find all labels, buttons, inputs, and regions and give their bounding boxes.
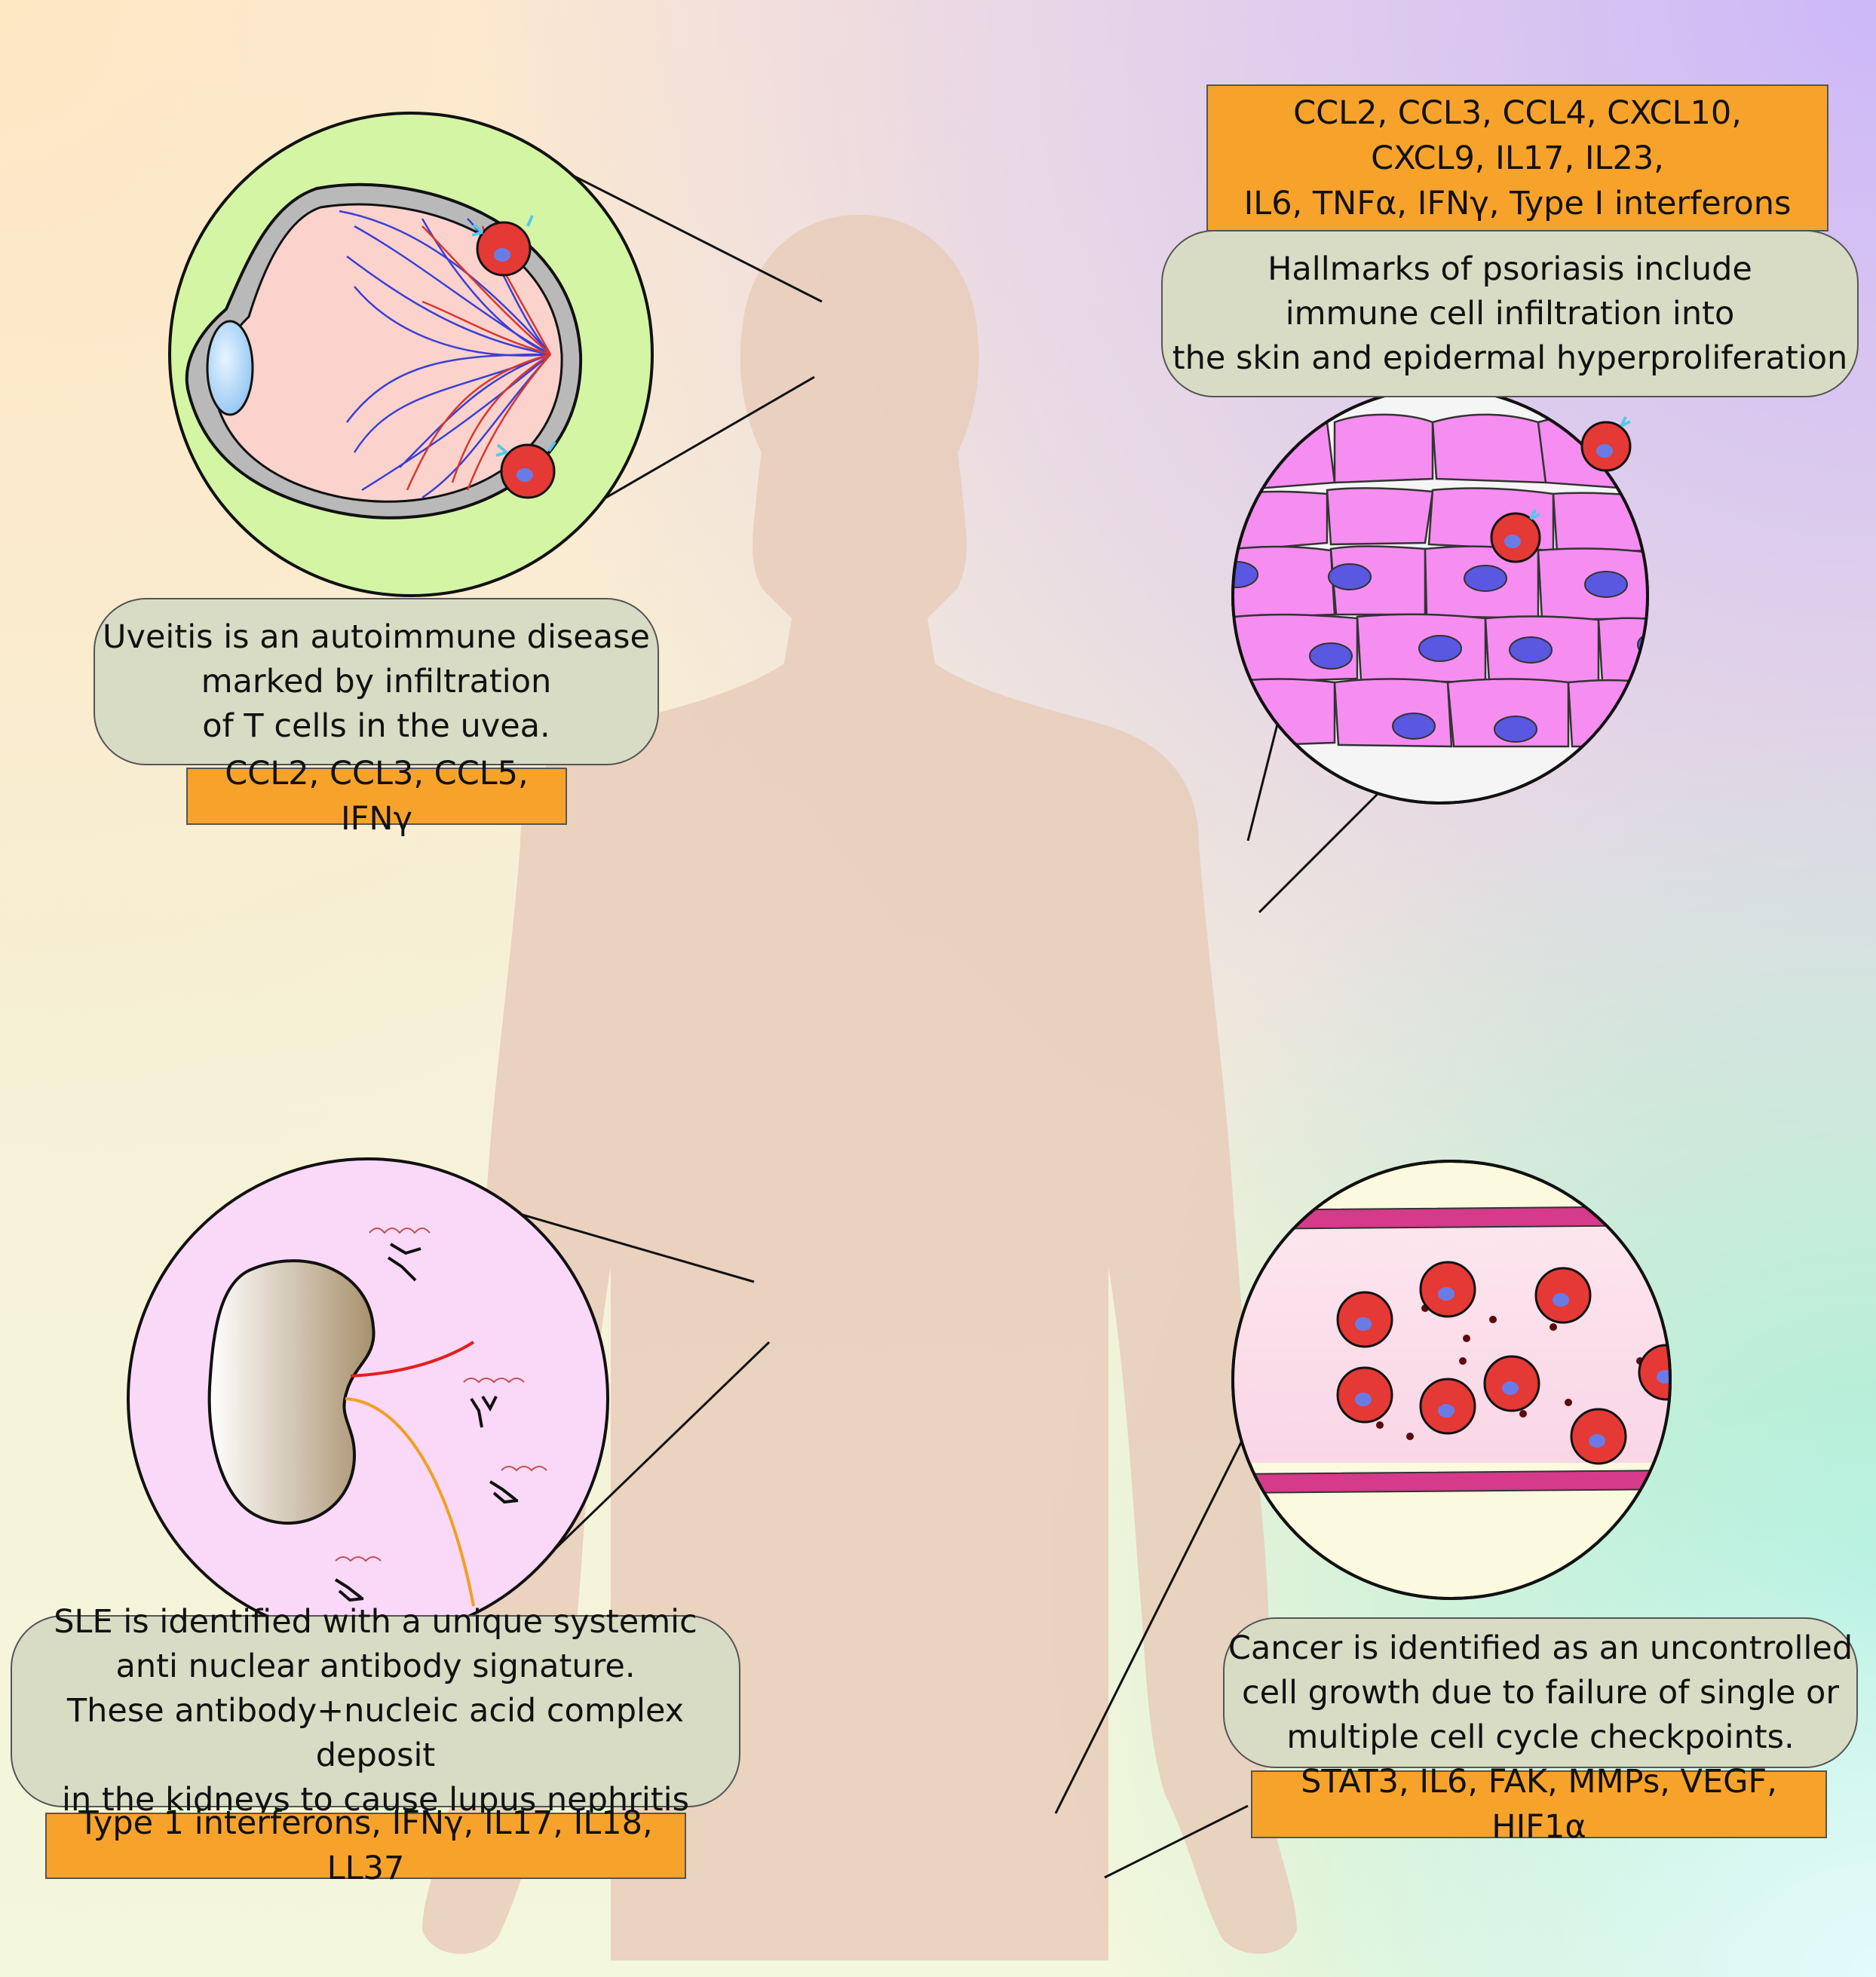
sle-description: SLE is identified with a unique systemic…	[11, 1603, 740, 1819]
uveitis-line-1: Uveitis is an autoimmune disease	[103, 618, 650, 656]
psoriasis-line-2: immune cell infiltration into	[1285, 294, 1735, 333]
t-cell-eye-bottom	[495, 440, 556, 499]
cancer-description: Cancer is identified as an uncontrolled …	[1223, 1617, 1858, 1768]
sle-line-1: SLE is identified with a unique systemic	[54, 1603, 697, 1641]
uveitis-line-3: of T cells in the uvea.	[202, 707, 550, 745]
uveitis-description: Uveitis is an autoimmune disease marked …	[93, 598, 659, 765]
psoriasis-line-1: Hallmarks of psoriasis include	[1268, 250, 1752, 288]
cancer-line-2: cell growth due to failure of single or	[1241, 1673, 1839, 1712]
cancer-cytokines: STAT3, IL6, FAK, MMPs, VEGF, HIF1α	[1251, 1763, 1827, 1846]
psoriasis-cytokines-line-2: CXCL9, IL17, IL23,	[1371, 139, 1664, 177]
cancer-line-3: multiple cell cycle checkpoints.	[1286, 1718, 1795, 1756]
cancer-line-1: Cancer is identified as an uncontrolled	[1228, 1629, 1853, 1667]
cancer-cytokines-text: STAT3, IL6, FAK, MMPs, VEGF, HIF1α	[1301, 1763, 1777, 1846]
sle-cytokines-text: Type 1 interferons, IFNγ, IL17, IL18, LL…	[78, 1804, 653, 1887]
psoriasis-cytokines-line-3: IL6, TNFα, IFNγ, Type I interferons	[1243, 184, 1792, 222]
psoriasis-cytokines-line-1: CCL2, CCL3, CCL4, CXCL10,	[1293, 93, 1742, 132]
uveitis-line-2: marked by infiltration	[201, 662, 552, 700]
t-cell-skin-middle	[1490, 509, 1541, 563]
blood-vessel-illustration	[1231, 1160, 1672, 1600]
eye-illustration	[168, 112, 654, 597]
uveitis-cytokines: CCL2, CCL3, CCL5, IFNγ	[186, 755, 567, 838]
human-silhouette	[422, 215, 1297, 1960]
kidney-illustration	[127, 1157, 609, 1640]
uveitis-cytokines-text: CCL2, CCL3, CCL5, IFNγ	[225, 755, 529, 838]
psoriasis-description: Hallmarks of psoriasis include immune ce…	[1161, 230, 1859, 397]
t-cell-skin-top	[1580, 416, 1632, 472]
psoriasis-line-3: the skin and epidermal hyperproliferatio…	[1172, 339, 1848, 377]
sle-line-2: anti nuclear antibody signature.	[115, 1648, 636, 1685]
sle-cytokines: Type 1 interferons, IFNγ, IL17, IL18, LL…	[45, 1804, 686, 1887]
psoriasis-cytokines: CCL2, CCL3, CCL4, CXCL10, CXCL9, IL17, I…	[1206, 84, 1828, 231]
sle-line-3: These antibody+nucleic acid complex depo…	[66, 1692, 685, 1774]
t-cell-eye-top	[471, 215, 534, 277]
sle-line-4: in the kidneys to cause lupus nephritis	[62, 1781, 689, 1819]
